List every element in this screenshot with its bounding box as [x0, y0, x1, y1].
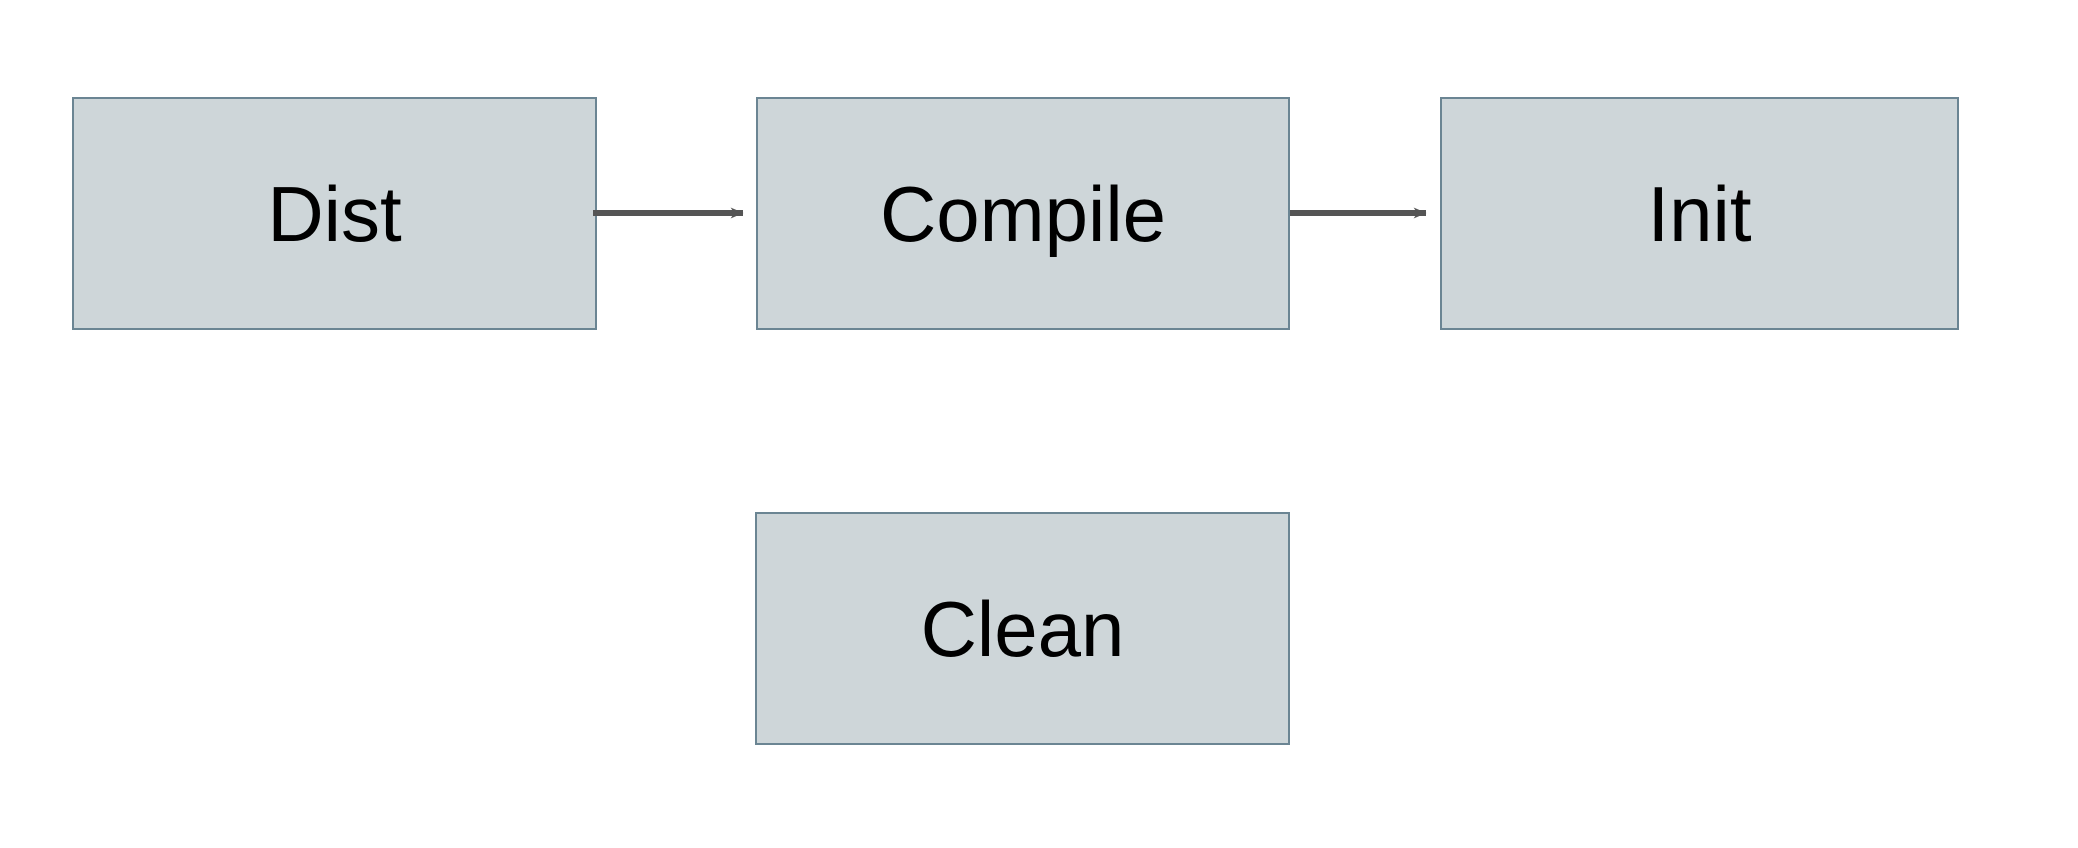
node-dist[interactable]: Dist — [72, 97, 597, 330]
node-dist-label: Dist — [267, 169, 402, 258]
node-clean-label: Clean — [920, 584, 1125, 673]
node-init[interactable]: Init — [1440, 97, 1959, 330]
node-compile[interactable]: Compile — [756, 97, 1290, 330]
edge-dist-to-compile — [593, 207, 744, 219]
node-compile-label: Compile — [879, 169, 1167, 258]
node-clean[interactable]: Clean — [755, 512, 1290, 745]
node-init-label: Init — [1647, 169, 1752, 258]
edge-compile-to-init — [1290, 207, 1427, 219]
